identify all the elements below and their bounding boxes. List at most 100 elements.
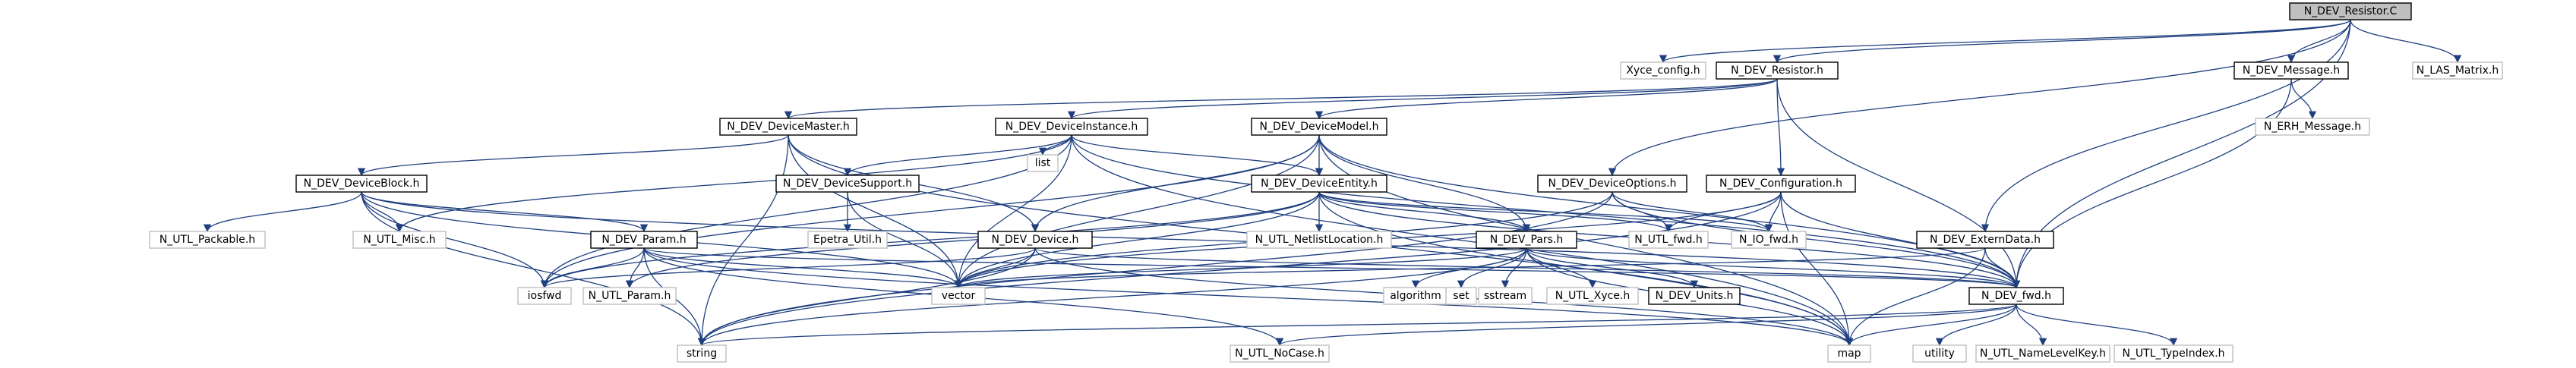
node-label: N_DEV_Device.h xyxy=(992,234,1079,246)
node-configuration[interactable]: N_DEV_Configuration.h xyxy=(1706,175,1856,193)
edge-dev_pars-to-vector xyxy=(955,247,1527,289)
node-dev-pars[interactable]: N_DEV_Pars.h xyxy=(1476,231,1577,249)
edge-device_entity-to-vector xyxy=(954,191,1320,289)
node-box xyxy=(1251,175,1387,193)
node-label: N_UTL_NetlistLocation.h xyxy=(1255,234,1384,246)
node-device-instance[interactable]: N_DEV_DeviceInstance.h xyxy=(995,118,1148,136)
node-box xyxy=(807,231,888,249)
node-box xyxy=(1731,231,1807,249)
edge-resistor_h-to-configuration xyxy=(1776,78,1785,177)
edge-device_entity-to-io_fwd xyxy=(1318,191,1773,233)
node-box xyxy=(2233,61,2349,80)
node-label: N_ERH_Message.h xyxy=(2264,121,2361,133)
edge-device_instance-to-map xyxy=(1071,134,1854,347)
node-utl-xyce: N_UTL_Xyce.h xyxy=(1546,287,1639,305)
edge-dev_param-to-map xyxy=(643,247,1853,347)
edge-dev_fwd-to-utility xyxy=(1935,304,2017,347)
node-dev-param[interactable]: N_DEV_Param.h xyxy=(590,231,698,249)
edge-device_master-to-string xyxy=(697,134,789,347)
edge-device_model-to-vector xyxy=(954,134,1320,289)
node-label: N_LAS_Matrix.h xyxy=(2417,64,2499,77)
edge-resistor_h-to-device_model xyxy=(1315,78,1778,120)
node-box xyxy=(1476,231,1577,249)
node-vector: vector xyxy=(931,287,986,305)
edge-device_options-to-io_fwd xyxy=(1612,191,1773,233)
edge-resistor_h-to-dev_fwd xyxy=(1776,78,2021,289)
node-dev-fwd[interactable]: N_DEV_fwd.h xyxy=(1968,287,2064,305)
node-utl-fwd: N_UTL_fwd.h xyxy=(1628,231,1709,249)
node-label: string xyxy=(687,348,717,360)
node-las-matrix: N_LAS_Matrix.h xyxy=(2412,61,2503,80)
node-device-entity[interactable]: N_DEV_DeviceEntity.h xyxy=(1251,175,1387,193)
node-label: N_DEV_DeviceInstance.h xyxy=(1005,121,1138,133)
node-io-fwd: N_IO_fwd.h xyxy=(1731,231,1807,249)
node-message-h[interactable]: N_DEV_Message.h xyxy=(2233,61,2349,80)
node-box xyxy=(931,287,986,305)
edge-dev_fwd-to-nocase xyxy=(1276,304,2017,347)
node-label: N_UTL_TypeIndex.h xyxy=(2122,348,2224,360)
edge-resistor_h-to-device_master xyxy=(784,78,1778,120)
node-label: N_UTL_NameLevelKey.h xyxy=(1980,348,2106,360)
node-root[interactable]: N_DEV_Resistor.C xyxy=(2289,2,2412,20)
edge-device_options-to-dev_fwd xyxy=(1612,191,2021,289)
node-box xyxy=(582,287,677,305)
node-box xyxy=(1716,61,1839,80)
node-device-model[interactable]: N_DEV_DeviceModel.h xyxy=(1251,118,1387,136)
node-label: N_DEV_DeviceOptions.h xyxy=(1548,178,1677,190)
edge-device_entity-to-utl_param xyxy=(625,191,1320,289)
node-label: N_UTL_NoCase.h xyxy=(1235,348,1324,360)
node-box xyxy=(2412,61,2503,80)
node-label: Epetra_Util.h xyxy=(813,234,882,246)
node-resistor-h[interactable]: N_DEV_Resistor.h xyxy=(1716,61,1839,80)
node-map: map xyxy=(1827,344,1871,363)
node-box xyxy=(1478,287,1533,305)
node-label: map xyxy=(1837,348,1861,360)
node-device-master[interactable]: N_DEV_DeviceMaster.h xyxy=(719,118,857,136)
node-xyce-config: Xyce_config.h xyxy=(1620,61,1706,80)
node-utl-param: N_UTL_Param.h xyxy=(582,287,677,305)
edge-device_instance-to-device_support xyxy=(843,134,1072,177)
edge-extern_data-to-map xyxy=(1845,247,1986,347)
node-sstream: sstream xyxy=(1478,287,1533,305)
node-extern-data[interactable]: N_DEV_ExternData.h xyxy=(1916,231,2054,249)
edge-device_block-to-utl_packable xyxy=(203,191,362,233)
node-device-block[interactable]: N_DEV_DeviceBlock.h xyxy=(295,175,428,193)
node-label: N_UTL_Misc.h xyxy=(363,234,435,246)
node-utl-packable: N_UTL_Packable.h xyxy=(149,231,266,249)
node-set: set xyxy=(1445,287,1477,305)
node-box xyxy=(2114,344,2233,363)
edge-dev_pars-to-utl_xyce xyxy=(1526,247,1597,289)
edge-dev_pars-to-dev_units xyxy=(1526,247,1699,289)
node-dev-units[interactable]: N_DEV_Units.h xyxy=(1648,287,1741,305)
node-device-support[interactable]: N_DEV_DeviceSupport.h xyxy=(775,175,920,193)
node-name-level-key: N_UTL_NameLevelKey.h xyxy=(1975,344,2110,363)
edge-device_support-to-vector xyxy=(847,191,963,289)
node-label: iosfwd xyxy=(528,290,562,302)
node-label: N_DEV_Units.h xyxy=(1656,290,1734,302)
edge-extern_data-to-vector xyxy=(955,247,1986,289)
edge-device_h-to-iosfwd xyxy=(541,247,1036,289)
node-label: N_DEV_Pars.h xyxy=(1490,234,1563,246)
node-erh-message: N_ERH_Message.h xyxy=(2255,118,2370,136)
node-box xyxy=(2289,2,2412,20)
node-label: N_IO_fwd.h xyxy=(1739,234,1798,246)
node-list: list xyxy=(1027,154,1059,172)
node-box xyxy=(1916,231,2054,249)
node-label: N_DEV_DeviceModel.h xyxy=(1260,121,1379,133)
edge-device_block-to-iosfwd xyxy=(361,191,549,289)
node-box xyxy=(1968,287,2064,305)
node-box xyxy=(590,231,698,249)
node-label: list xyxy=(1035,157,1051,169)
node-device-options[interactable]: N_DEV_DeviceOptions.h xyxy=(1537,175,1687,193)
node-label: Xyce_config.h xyxy=(1626,64,1700,77)
edge-message_h-to-erh_message xyxy=(2290,78,2317,120)
edge-extern_data-to-dev_fwd xyxy=(1984,247,2021,289)
node-box xyxy=(517,287,572,305)
edge-device_options-to-string xyxy=(697,191,1613,347)
edge-configuration-to-string xyxy=(697,191,1782,347)
node-label: N_UTL_fwd.h xyxy=(1634,234,1702,246)
edge-dev_fwd-to-type_index xyxy=(2016,304,2178,347)
edge-root-to-resistor_h xyxy=(1773,19,2351,64)
node-device-h[interactable]: N_DEV_Device.h xyxy=(977,231,1093,249)
